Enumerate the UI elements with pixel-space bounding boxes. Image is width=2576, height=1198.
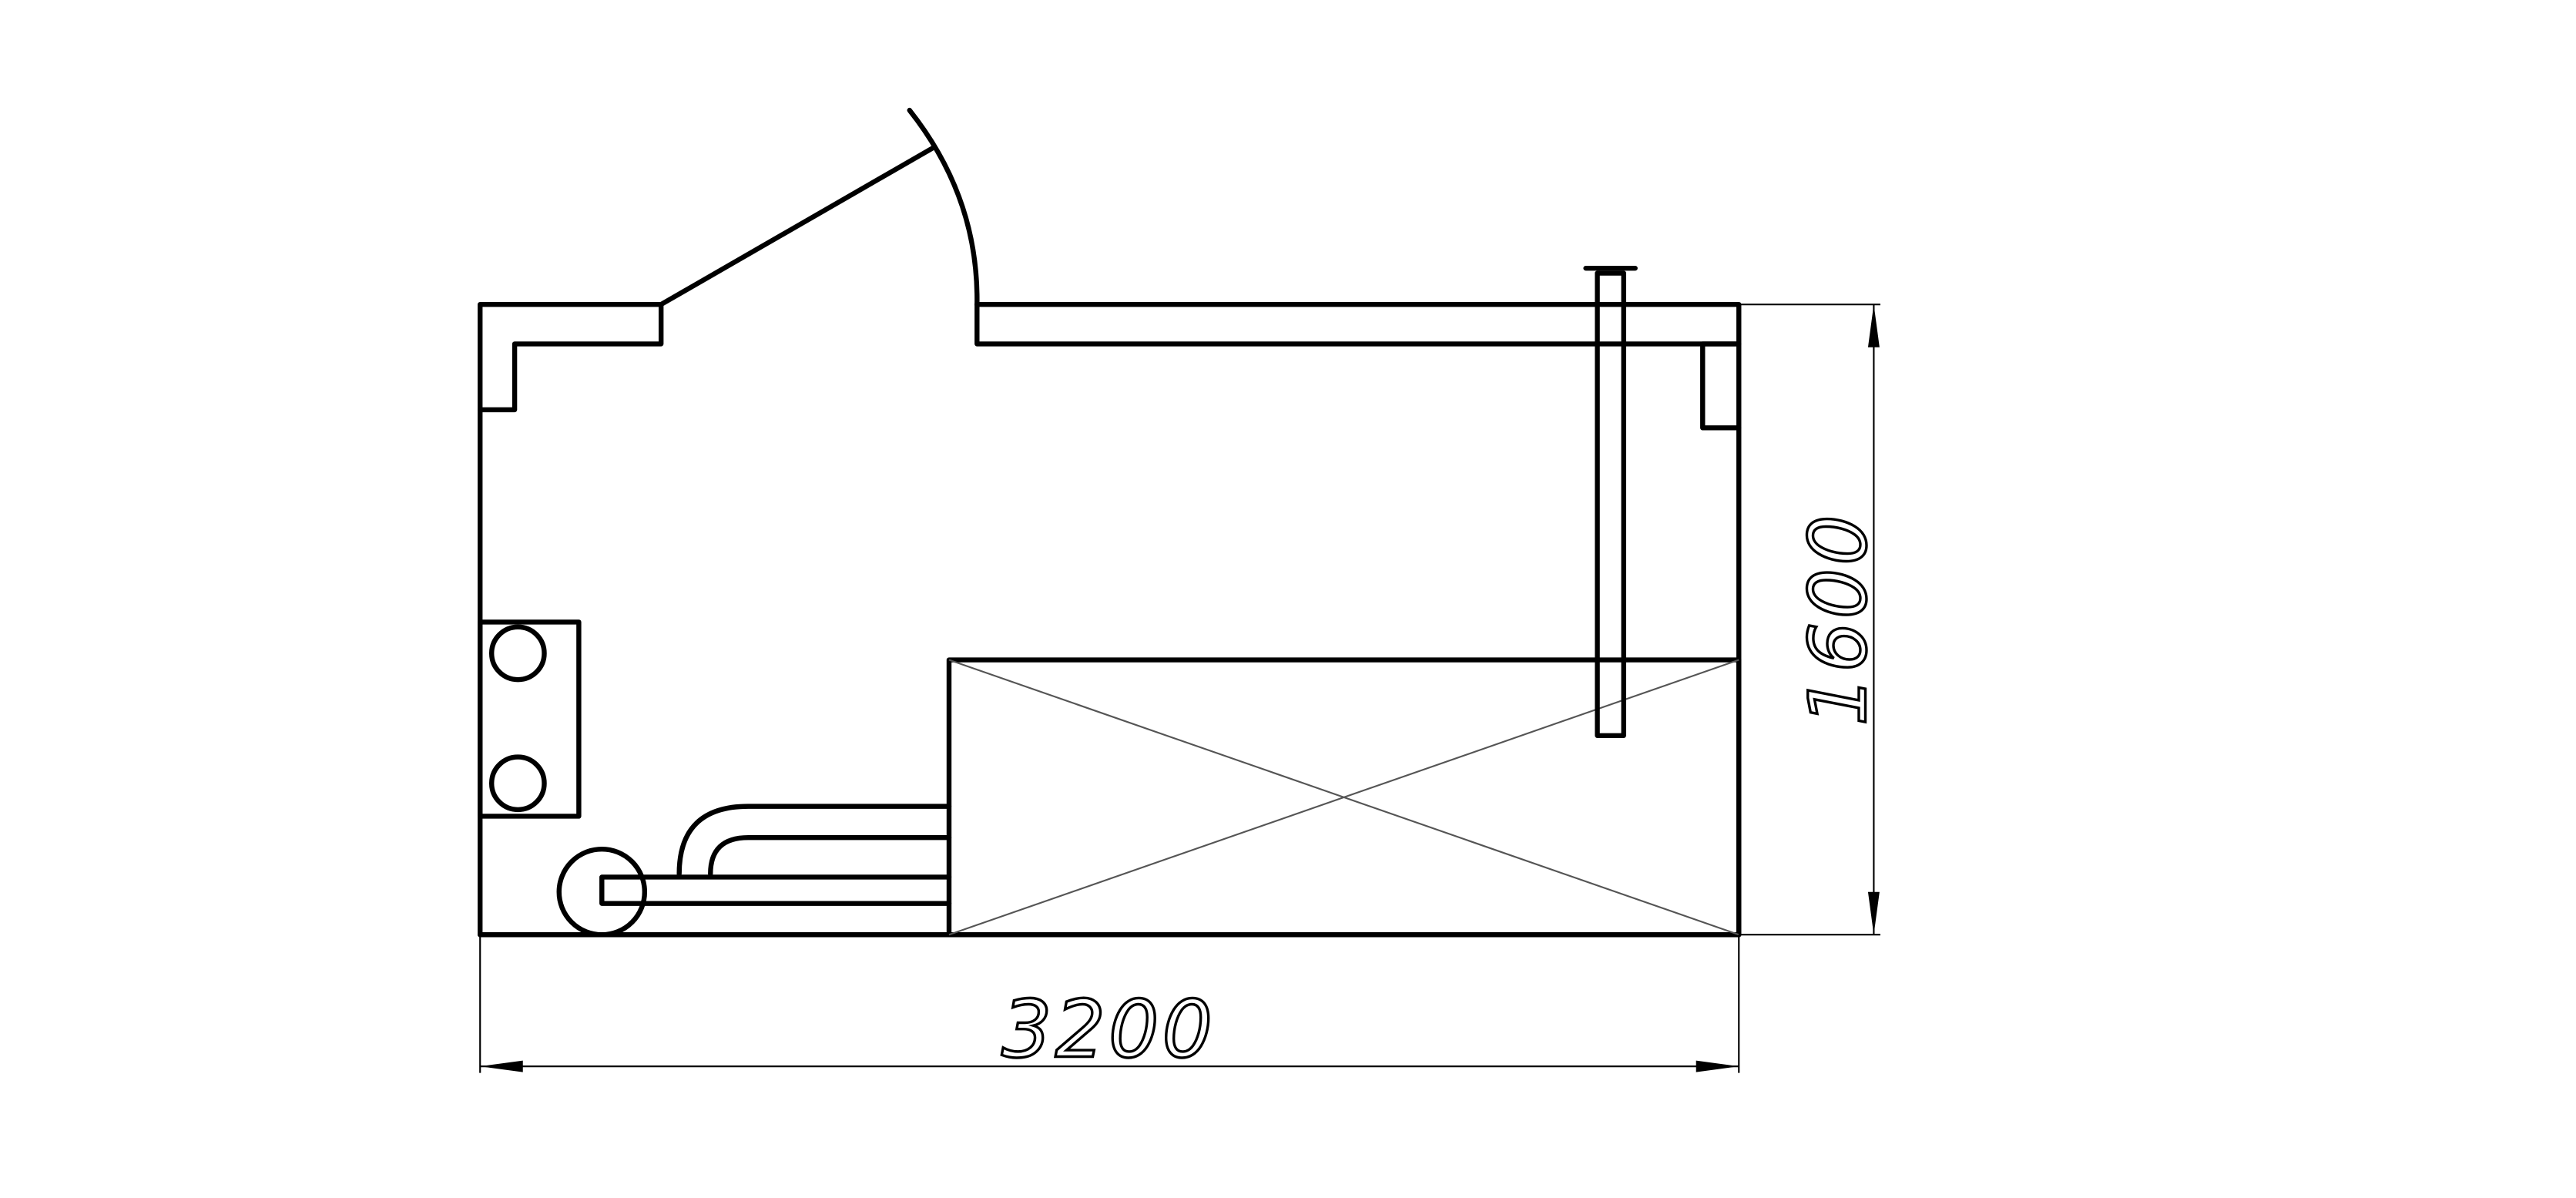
stove-body: [478, 619, 582, 819]
heater-drum-icon: [556, 846, 648, 938]
inner-bent-pipe: [708, 835, 952, 877]
door-leaf: [658, 146, 935, 307]
width-dimension: 3200: [479, 935, 1740, 1077]
height-arrow-top: [1867, 304, 1880, 347]
burner-bottom-icon: [488, 754, 547, 813]
straight-pipe: [599, 874, 952, 906]
burner-top-icon: [488, 624, 547, 683]
bathtub: [946, 657, 1742, 938]
vertical-pipe: [1583, 265, 1638, 738]
bathtub-outline: [946, 657, 1742, 938]
stove: [478, 619, 582, 819]
top-left-wall-stub: [478, 301, 664, 413]
height-dimension-label: 1600: [1793, 512, 1885, 726]
left-wall: [478, 301, 664, 938]
width-arrow-right: [1696, 1060, 1739, 1072]
right-wall-return: [1700, 341, 1742, 431]
pipe-body: [1595, 270, 1626, 738]
door: [658, 107, 980, 307]
width-arrow-left: [480, 1060, 523, 1072]
height-arrow-bottom: [1867, 891, 1880, 935]
height-dimension: 1600: [1739, 304, 1886, 936]
door-swing-arc: [907, 107, 980, 307]
room-walls: [478, 301, 1742, 938]
bathtub-diagonal-2: [948, 659, 1739, 936]
outer-bent-pipe: [676, 804, 952, 877]
top-right-wall-inner: [974, 301, 1742, 347]
width-dimension-label: 3200: [1001, 984, 1216, 1076]
heater-pipes: [556, 804, 952, 938]
